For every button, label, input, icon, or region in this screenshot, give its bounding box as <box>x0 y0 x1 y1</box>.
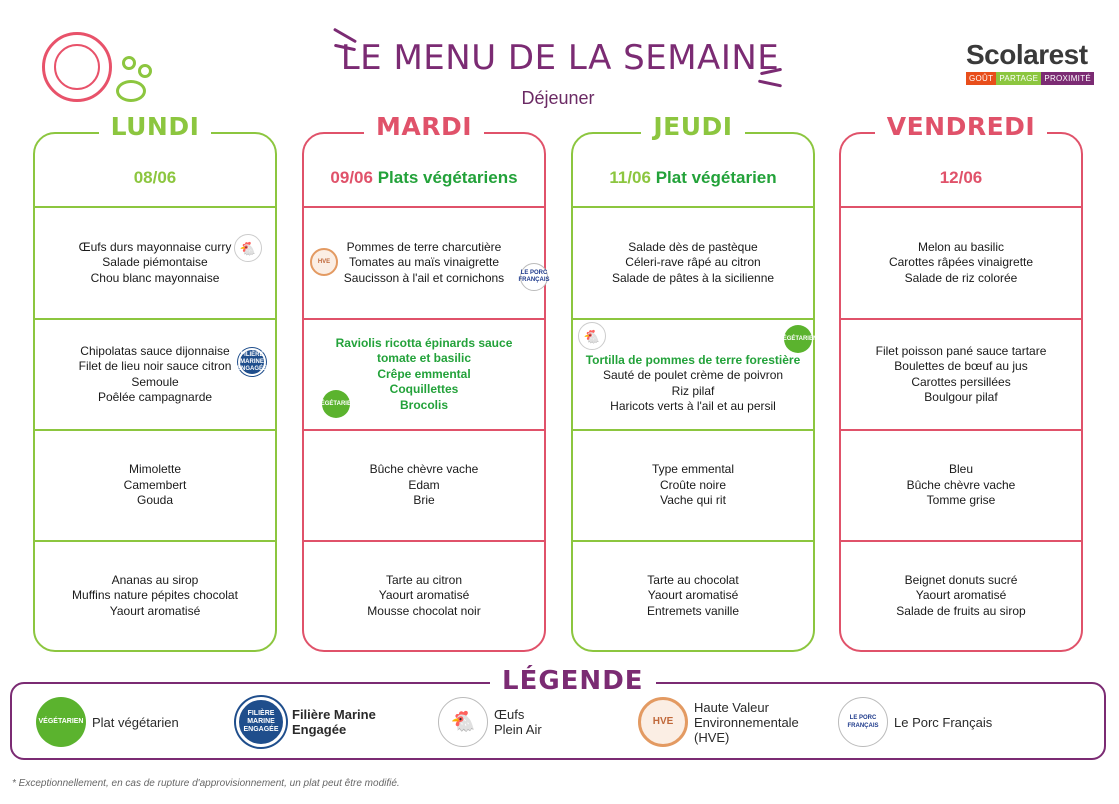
row-divider <box>302 429 546 431</box>
legend-label: Œufs Plein Air <box>494 707 542 737</box>
hve-icon: HVE <box>310 248 338 276</box>
day-date-vendredi: 12/06 <box>939 168 983 187</box>
legend-title: LÉGENDE <box>490 666 656 696</box>
decorative-stroke <box>757 79 783 88</box>
vegetarian-icon: VÉGÉTARIEN <box>779 325 817 353</box>
legend-item-pork: LE PORC FRANÇAIS Le Porc Français <box>838 694 1004 750</box>
day-note-mardi: Plats végétariens <box>377 168 518 187</box>
footnote: * Exceptionnellement, en cas de rupture … <box>12 778 400 789</box>
row-divider <box>839 318 1083 320</box>
row-divider <box>33 540 277 542</box>
hve-icon: HVE <box>638 697 688 747</box>
legend-item-marine: FILIÈRE MARINE ENGAGÉE Filière Marine En… <box>236 694 392 750</box>
marine-icon: FILIÈRE MARINE ENGAGÉE <box>237 348 267 376</box>
row-divider <box>839 540 1083 542</box>
scolarest-logo: Scolarest GOÛT PARTAGE PROXIMITÉ <box>966 40 1100 85</box>
decorative-bubble <box>122 56 136 70</box>
row-divider <box>33 318 277 320</box>
row-divider <box>571 318 815 320</box>
decorative-bubble <box>138 64 152 78</box>
egg-icon: 🐔 <box>438 697 488 747</box>
row-divider <box>839 429 1083 431</box>
legend-item-hve: HVE Haute Valeur Environnementale (HVE) <box>638 694 814 750</box>
tagline-gout: GOÛT <box>966 72 997 85</box>
page-title: LE MENU DE LA SEMAINE <box>340 38 780 78</box>
day-title-vendredi: VENDREDI <box>839 112 1083 141</box>
brand-tagline: GOÛT PARTAGE PROXIMITÉ <box>966 72 1100 85</box>
row-divider <box>33 206 277 208</box>
day-title-lundi: LUNDI <box>33 112 277 141</box>
day-note-jeudi: Plat végétarien <box>655 168 777 187</box>
legend-label: Le Porc Français <box>894 714 993 730</box>
row-divider <box>302 540 546 542</box>
row-divider <box>839 206 1083 208</box>
row-divider <box>571 206 815 208</box>
vegetarian-icon: VÉGÉTARIEN <box>317 390 355 418</box>
day-date-mardi: 09/06 Plats végétariens <box>330 168 518 187</box>
legend-item-egg: 🐔 Œufs Plein Air <box>438 694 554 750</box>
egg-icon: 🐔 <box>234 234 262 262</box>
legend-label: Filière Marine Engagée <box>292 707 376 737</box>
pork-icon: LE PORC FRANÇAIS <box>519 263 550 291</box>
legend-label: Haute Valeur Environnementale (HVE) <box>694 699 799 745</box>
decorative-ring <box>42 32 112 102</box>
pork-icon: LE PORC FRANÇAIS <box>838 697 888 747</box>
row-divider <box>302 318 546 320</box>
tagline-proximite: PROXIMITÉ <box>1041 72 1095 85</box>
decorative-bubble <box>116 80 146 102</box>
egg-icon: 🐔 <box>578 322 606 350</box>
day-date-lundi: 08/06 <box>133 168 177 187</box>
tagline-partage: PARTAGE <box>996 72 1042 85</box>
row-divider <box>302 206 546 208</box>
brand-name: Scolarest <box>966 39 1088 70</box>
row-divider <box>571 429 815 431</box>
row-divider <box>33 429 277 431</box>
vegetarian-icon: VÉGÉTARIEN <box>36 697 86 747</box>
marine-icon: FILIÈRE MARINE ENGAGÉE <box>236 697 286 747</box>
day-title-mardi: MARDI <box>302 112 546 141</box>
day-title-jeudi: JEUDI <box>571 112 815 141</box>
legend-item-vegetarian: VÉGÉTARIEN Plat végétarien <box>36 694 182 750</box>
page-subtitle: Déjeuner <box>521 88 595 108</box>
row-divider <box>571 540 815 542</box>
decorative-ring-inner <box>54 44 100 90</box>
legend-label: Plat végétarien <box>92 714 179 730</box>
day-date-jeudi: 11/06 Plat végétarien <box>609 168 777 187</box>
menu-mains-mardi: Raviolis ricotta épinards sauce tomate e… <box>335 335 513 412</box>
